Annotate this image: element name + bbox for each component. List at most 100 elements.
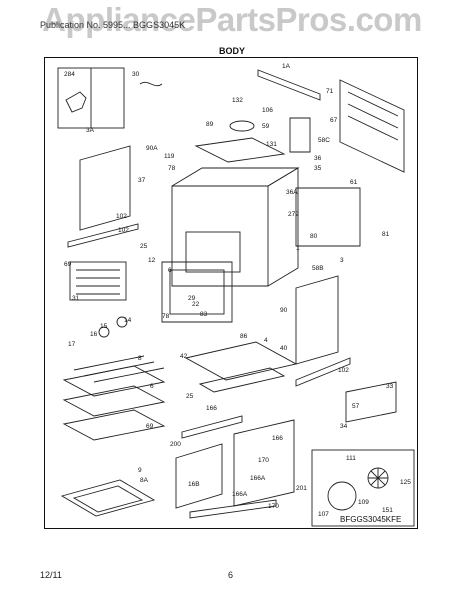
- part-callout: 284: [64, 71, 75, 78]
- part-rear-rail: [295, 357, 351, 387]
- part-callout: 15: [100, 323, 108, 330]
- part-callout: 81: [382, 231, 390, 238]
- part-drawer-front-rail: [189, 499, 277, 519]
- part-callout: 3: [340, 257, 344, 264]
- watermark: AppliancePartsPros.com: [42, 1, 422, 38]
- part-callout: 125: [400, 479, 411, 486]
- part-callout: 132: [232, 97, 243, 104]
- part-callout: 102: [338, 367, 349, 374]
- part-callout: 119: [164, 153, 175, 160]
- part-igniter: [98, 326, 110, 338]
- part-callout: 22: [192, 301, 200, 308]
- part-callout: 25: [186, 393, 194, 400]
- part-callout: 107: [318, 511, 329, 518]
- part-oven-rack: [62, 365, 166, 397]
- part-vent-duct: [289, 117, 311, 153]
- part-callout: 34: [340, 423, 348, 430]
- part-callout: 33: [386, 383, 394, 390]
- part-fan-spokes: [368, 468, 388, 488]
- part-wire: [139, 81, 163, 87]
- part-burner-base: [198, 367, 286, 393]
- part-callout: 36A: [286, 189, 298, 196]
- part-callout: 37: [138, 177, 146, 184]
- part-callout: 9: [138, 467, 142, 474]
- part-callout: 17: [68, 341, 76, 348]
- part-callout: 14: [124, 317, 132, 324]
- part-callout: 78: [168, 165, 176, 172]
- part-callout: 6: [168, 267, 172, 274]
- part-callout: 111: [346, 455, 356, 462]
- part-callout: 80: [310, 233, 318, 240]
- part-callout: 40: [280, 345, 288, 352]
- part-back-panel-ribs: [347, 91, 399, 141]
- part-top-trim: [257, 69, 321, 101]
- fan-inset-box: [311, 449, 415, 527]
- part-door-frame: [161, 261, 233, 323]
- part-drawer-pan-inner: [72, 485, 144, 513]
- part-callout: 16: [90, 331, 98, 338]
- part-bracket: [65, 91, 87, 113]
- part-callout: 106: [262, 107, 273, 114]
- part-callout: 131: [266, 141, 277, 148]
- part-oven-rack-3: [62, 409, 166, 441]
- part-callout: 86: [240, 333, 248, 340]
- part-back-panel: [339, 79, 405, 173]
- part-callout: 102: [116, 213, 127, 220]
- part-oven-cavity-side: [267, 167, 299, 287]
- part-callout: 166A: [232, 491, 248, 498]
- page-title: BODY: [218, 46, 245, 56]
- part-callout: 12: [148, 257, 156, 264]
- part-oven-opening: [185, 231, 241, 273]
- part-burner: [229, 120, 255, 132]
- part-drawer-back: [233, 419, 295, 507]
- part-callout: 16B: [188, 481, 200, 488]
- part-callout: 1A: [282, 63, 291, 70]
- part-callout: 83: [200, 311, 208, 318]
- part-callout: 61: [350, 179, 358, 186]
- part-callout: 90A: [146, 145, 158, 152]
- part-callout: 8: [138, 355, 142, 362]
- header-text: Publication No. 5995... BGGS3045K: [40, 20, 186, 30]
- part-callout: 166: [206, 405, 217, 412]
- part-fan-housing: [327, 481, 357, 511]
- part-callout: 71: [326, 88, 334, 95]
- part-callout: 102: [118, 227, 129, 234]
- part-callout: 166A: [250, 475, 266, 482]
- part-callout: 29: [188, 295, 196, 302]
- part-callout: 67: [330, 117, 338, 124]
- part-callout: 6: [150, 383, 154, 390]
- part-oven-rack-wires: [73, 355, 165, 383]
- part-callout: 272: [288, 211, 299, 218]
- part-callout: 1: [296, 245, 300, 252]
- part-callout: 69: [146, 423, 154, 430]
- part-callout: 90: [280, 307, 288, 314]
- part-burner-tray: [184, 341, 298, 381]
- part-callout: 58B: [312, 265, 324, 272]
- part-callout: 4: [264, 337, 268, 344]
- part-callout: 69: [64, 261, 72, 268]
- part-callout: 201: [296, 485, 307, 492]
- part-callout: 57: [352, 403, 360, 410]
- part-callout: 42: [180, 353, 188, 360]
- part-valve: [116, 316, 128, 328]
- part-top-plate: [194, 137, 286, 163]
- part-callout: 78: [162, 313, 170, 320]
- part-callout: 170: [258, 457, 269, 464]
- part-side-panel: [295, 187, 361, 247]
- part-callout: 59: [262, 123, 270, 130]
- part-callout: 200: [170, 441, 181, 448]
- part-broiler-pan: [69, 261, 127, 301]
- part-callout: 58C: [318, 137, 330, 144]
- part-callout: 151: [382, 507, 393, 514]
- part-broiler-grid: [76, 269, 120, 295]
- part-callout: 89: [206, 121, 214, 128]
- part-oven-rack-2: [62, 385, 166, 417]
- part-drawer-pan: [60, 479, 156, 517]
- part-callout: 30: [132, 71, 140, 78]
- part-door-window: [169, 269, 225, 315]
- part-callout: 109: [358, 499, 369, 506]
- part-trim-rail: [67, 223, 139, 248]
- model-code: BFGGS3045KFE: [340, 515, 401, 524]
- part-callout: 8A: [140, 477, 149, 484]
